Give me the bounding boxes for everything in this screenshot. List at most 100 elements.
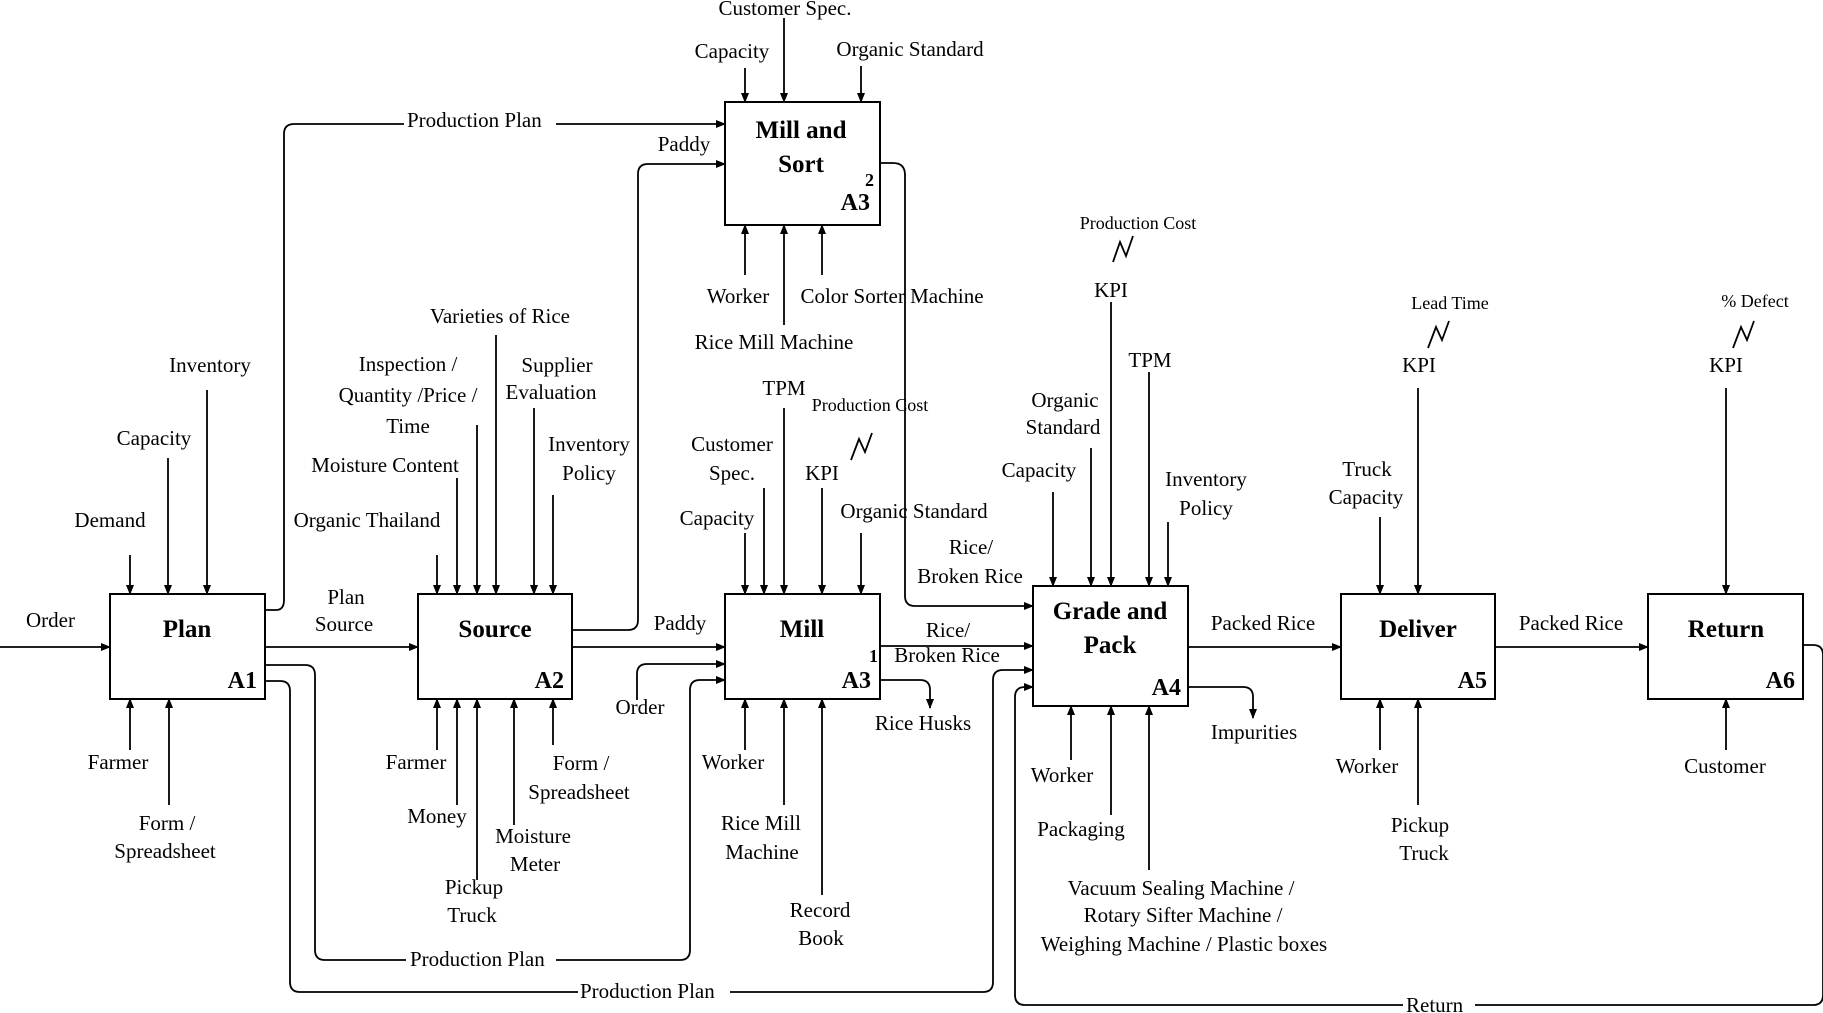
box-title-line2: Pack (1084, 632, 1137, 659)
label-rice-broken-mill-1: Rice/ (926, 618, 970, 642)
label-production-cost-mill: Production Cost (812, 395, 929, 415)
label-rice-mill-machine: Rice Mill Machine (695, 330, 854, 354)
label-capacity-grade: Capacity (1002, 458, 1077, 482)
box-title-line1: Mill and (756, 117, 847, 144)
label-inventory-policy-grade-2: Policy (1179, 496, 1233, 520)
label-supplier-2: Evaluation (506, 380, 597, 404)
label-farmer-plan: Farmer (88, 750, 149, 774)
activity-grade-and-pack[interactable]: Grade and Pack A4 (1032, 585, 1189, 707)
label-organic-mill: Organic Standard (840, 499, 988, 523)
label-machines-1: Vacuum Sealing Machine / (1068, 876, 1295, 900)
activity-source[interactable]: Source A2 (417, 593, 573, 700)
arrow-plan-millsort (265, 120, 726, 611)
label-inspection-3: Time (386, 414, 430, 438)
box-code: A2 (535, 668, 564, 694)
label-inventory: Inventory (169, 353, 251, 377)
label-pickup-deliver-2: Truck (1399, 841, 1449, 865)
label-machines-2: Rotary Sifter Machine / (1084, 903, 1283, 927)
label-capacity-millsort: Capacity (695, 39, 770, 63)
label-packed-rice-deliver: Packed Rice (1519, 611, 1623, 635)
label-color-sorter: Color Sorter Machine (800, 284, 983, 308)
label-production-plan-bottom: Production Plan (580, 979, 715, 1003)
label-varieties: Varieties of Rice (430, 304, 570, 328)
box-code: A3 (841, 190, 870, 216)
label-worker-mill: Worker (702, 750, 764, 774)
label-plan-source-1: Plan (327, 585, 365, 609)
label-pickup-deliver-1: Pickup (1391, 813, 1449, 837)
squiggle-return (1732, 320, 1755, 349)
activity-mill[interactable]: Mill A3 1 (724, 593, 881, 700)
label-rice-husks: Rice Husks (875, 711, 971, 735)
label-tpm-mill: TPM (762, 376, 806, 400)
label-order-plan: Order (26, 608, 75, 632)
squiggle-deliver (1427, 320, 1450, 349)
label-inventory-policy-source-2: Policy (562, 461, 616, 485)
label-plan-source-2: Source (315, 612, 373, 636)
squiggle-grade (1112, 235, 1134, 263)
label-money: Money (407, 804, 467, 828)
activity-mill-and-sort[interactable]: Mill and Sort A3 2 (724, 101, 881, 226)
label-return-loop: Return (1406, 993, 1464, 1013)
label-paddy-mill: Paddy (654, 611, 707, 635)
label-customer-spec-mill-1: Customer (691, 432, 773, 456)
box-title: Mill (780, 616, 824, 643)
label-packaging: Packaging (1037, 817, 1125, 841)
label-supplier-1: Supplier (521, 353, 592, 377)
label-kpi-mill: KPI (805, 461, 839, 485)
label-demand: Demand (74, 508, 146, 532)
box-note: 2 (865, 170, 874, 190)
arrow-order-mill (636, 660, 726, 700)
box-code: A5 (1458, 668, 1487, 694)
box-code: A1 (228, 668, 257, 694)
label-moisture-content: Moisture Content (311, 453, 459, 477)
box-title: Return (1688, 616, 1764, 643)
label-capacity-mill: Capacity (680, 506, 755, 530)
label-customer-spec-millsort: Customer Spec. (719, 0, 852, 20)
label-kpi-deliver: KPI (1402, 353, 1436, 377)
labels: Order Inventory Capacity Demand Farmer F… (26, 0, 1789, 1013)
box-note: 1 (869, 646, 878, 666)
label-record-1: Record (790, 898, 851, 922)
label-inspection-2: Quantity /Price / (339, 383, 478, 407)
label-order-mill: Order (616, 695, 665, 719)
box-title: Deliver (1379, 616, 1457, 643)
label-worker-deliver: Worker (1336, 754, 1398, 778)
box-title: Plan (163, 616, 212, 643)
label-rice-mill-mill-1: Rice Mill (721, 811, 801, 835)
label-organic-millsort: Organic Standard (836, 37, 984, 61)
label-farmer-source: Farmer (386, 750, 447, 774)
label-machines-3: Weighing Machine / Plastic boxes (1041, 932, 1327, 956)
arrow-impurities (1188, 686, 1257, 719)
label-production-plan-top: Production Plan (407, 108, 542, 132)
box-code: A4 (1152, 675, 1181, 701)
label-moisture-meter-2: Meter (510, 852, 560, 876)
activity-plan[interactable]: Plan A1 (109, 593, 266, 700)
activity-deliver[interactable]: Deliver A5 (1340, 593, 1496, 700)
connector-lines (0, 18, 1823, 1006)
label-rice-broken-millsort-2: Broken Rice (917, 564, 1023, 588)
label-rice-mill-mill-2: Machine (725, 840, 798, 864)
box-title-line2: Sort (778, 151, 825, 178)
label-record-2: Book (798, 926, 844, 950)
label-organic-thailand: Organic Thailand (294, 508, 441, 532)
label-lead-time: Lead Time (1411, 293, 1489, 313)
arrow-rice-husks (880, 679, 934, 709)
label-pickup-source-2: Truck (447, 903, 497, 927)
label-paddy-millsort: Paddy (658, 132, 711, 156)
label-inventory-policy-grade-1: Inventory (1165, 467, 1247, 491)
label-pickup-source-1: Pickup (445, 875, 503, 899)
label-impurities: Impurities (1211, 720, 1297, 744)
label-worker-grade: Worker (1031, 763, 1093, 787)
label-form-source-2: Spreadsheet (528, 780, 630, 804)
label-inspection-1: Inspection / (359, 352, 458, 376)
label-production-cost-grade: Production Cost (1080, 213, 1197, 233)
label-truck-capacity-1: Truck (1342, 457, 1392, 481)
label-customer-return: Customer (1684, 754, 1766, 778)
box-code: A6 (1766, 668, 1795, 694)
label-moisture-meter-1: Moisture (495, 824, 571, 848)
activity-return[interactable]: Return A6 (1647, 593, 1804, 700)
squiggle-mill (850, 432, 873, 461)
label-tpm-grade: TPM (1128, 348, 1172, 372)
